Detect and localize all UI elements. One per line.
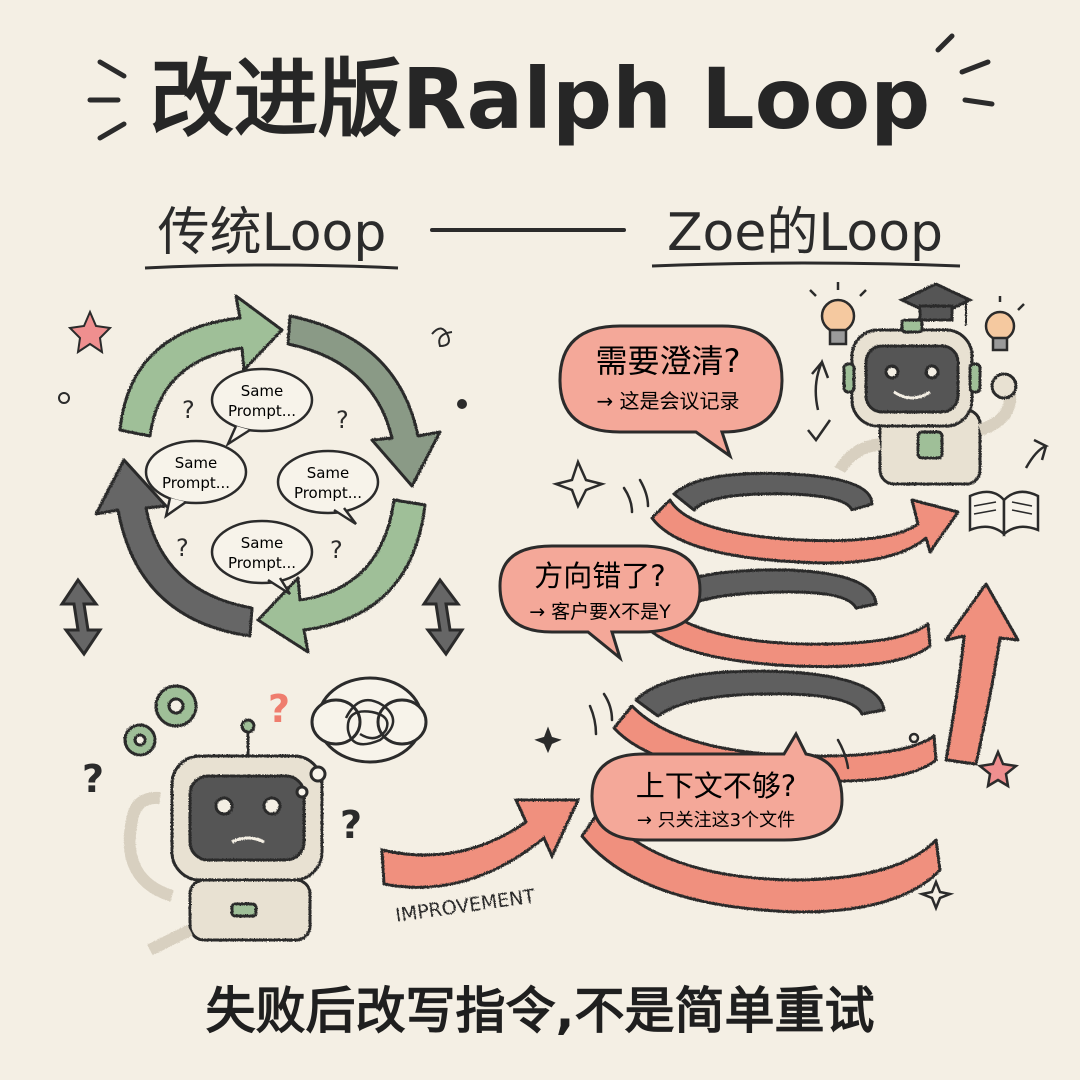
spiral-front-band (638, 598, 932, 669)
question-mark: ? (340, 803, 362, 847)
zoe-loop: 需要澄清? → 这是会议记录 方向错了? → 客户要X不是Y 上下文不够? → … (498, 282, 1050, 914)
improvement-arrow-shape (380, 798, 581, 889)
fist-icon (990, 372, 1018, 400)
up-arrow-small-icon (811, 358, 830, 411)
motion-lines (588, 478, 850, 770)
prompt-bubble-line2: Prompt... (228, 402, 296, 420)
left-heading-underline (144, 263, 399, 270)
question-mark: ? (176, 534, 189, 562)
prompt-bubble-line1: Same (241, 534, 284, 552)
robot-arm (123, 791, 174, 902)
star-icon (976, 748, 1020, 789)
loop-arrow-right (286, 314, 442, 488)
right-heading-underline (651, 261, 961, 268)
robot-question-marks: ? ? ? (82, 687, 362, 847)
clarify-answer: → 这是会议记录 (596, 389, 739, 413)
swirl-icon (431, 327, 453, 348)
tangled-thought-bubble (295, 676, 428, 799)
decor-right (534, 358, 1050, 912)
context-answer: → 只关注这3个文件 (637, 810, 795, 831)
dot-icon (457, 399, 467, 409)
same-prompt-bubbles: Same Prompt... Same Prompt... Same Promp… (144, 367, 380, 596)
title-group: 改进版Ralph Loop (87, 33, 995, 148)
spiral-back-ring (658, 568, 878, 612)
spiral-back-ring (672, 471, 874, 512)
robot-arm (977, 393, 1017, 436)
open-book-icon (968, 490, 1040, 537)
scribble-icon (344, 698, 395, 746)
prompt-bubble-line2: Prompt... (294, 484, 362, 502)
improvement-arrow: IMPROVEMENT (380, 798, 581, 927)
check-icon (807, 419, 832, 443)
double-arrow-right-icon (421, 577, 465, 657)
prompt-bubble-line1: Same (175, 454, 218, 472)
loop-arrow-left (94, 458, 254, 638)
question-marks: ? ? ? ? (176, 396, 349, 564)
question-mark: ? (82, 757, 104, 801)
clarify-bubble: 需要澄清? → 这是会议记录 (558, 324, 784, 460)
prompt-bubble-line1: Same (241, 382, 284, 400)
prompt-bubble: Same Prompt... (144, 439, 248, 519)
page-title: 改进版Ralph Loop (150, 50, 930, 148)
sparkle-icon (551, 458, 607, 510)
loop-arrow-top (118, 294, 284, 438)
prompt-bubble-line1: Same (307, 464, 350, 482)
star-icon (67, 309, 113, 355)
up-arrow-small-icon (1024, 438, 1050, 469)
title-left-sparkle-icon (87, 59, 127, 141)
footer-caption: 失败后改写指令,不是简单重试 (206, 982, 875, 1040)
traditional-loop: Same Prompt... Same Prompt... Same Promp… (58, 294, 467, 956)
double-arrow-left-icon (59, 577, 103, 657)
circular-arrows (94, 294, 442, 654)
direction-bubble: 方向错了? → 客户要X不是Y (498, 544, 702, 663)
dot-icon (908, 732, 920, 744)
context-bubble: 上下文不够? → 只关注这3个文件 (590, 730, 844, 842)
robot-face (864, 344, 960, 414)
loop-arrow-bottom (256, 498, 427, 654)
prompt-bubble: Same Prompt... (210, 367, 314, 448)
title-right-sparkle-icon (935, 33, 995, 107)
dot-icon (58, 392, 70, 404)
spiral-ribbon (580, 471, 1020, 914)
happy-robot (834, 282, 1018, 486)
question-mark: ? (336, 406, 349, 434)
question-mark: ? (182, 396, 195, 424)
lightbulb-icon (809, 282, 867, 346)
question-mark: ? (330, 536, 343, 564)
right-heading: Zoe的Loop (667, 203, 943, 263)
prompt-bubble: Same Prompt... (210, 519, 314, 596)
lightbulb-icon (984, 296, 1025, 352)
improvement-label: IMPROVEMENT (394, 885, 537, 926)
question-mark: ? (268, 687, 290, 731)
graduation-cap-icon (898, 282, 974, 326)
decor-left (58, 309, 467, 409)
rising-arrow (944, 582, 1020, 766)
context-question: 上下文不够? (636, 769, 796, 803)
clarify-question: 需要澄清? (596, 342, 741, 380)
robot-face (188, 774, 306, 862)
left-heading: 传统Loop (158, 203, 387, 263)
headings-row: 传统Loop Zoe的Loop (144, 203, 961, 270)
spiral-front-band (580, 808, 942, 914)
sparkle-icon (917, 878, 955, 912)
confused-robot (123, 684, 324, 956)
direction-question: 方向错了? (534, 559, 665, 593)
direction-answer: → 客户要X不是Y (529, 601, 671, 623)
prompt-bubble-line2: Prompt... (162, 474, 230, 492)
prompt-bubble: Same Prompt... (276, 449, 380, 526)
spiral-back-ring (634, 669, 886, 718)
prompt-bubble-line2: Prompt... (228, 554, 296, 572)
spiral-front-band (650, 498, 960, 565)
sparkle-icon (534, 726, 562, 754)
